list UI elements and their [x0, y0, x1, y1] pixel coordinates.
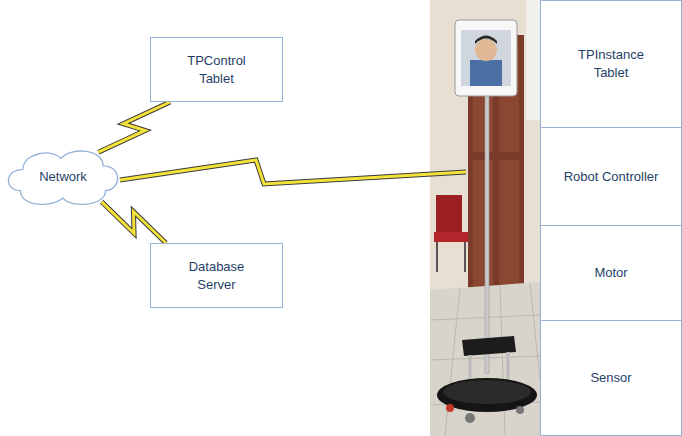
lightning-outline [98, 102, 170, 152]
lightning-link [102, 202, 166, 243]
node-text-group: TPControl Tablet [166, 52, 267, 87]
node-label: Sensor [586, 369, 635, 387]
node-text-group: TPInstance Tablet [556, 46, 666, 81]
lightning-fill [102, 202, 166, 243]
lightning-outline [102, 202, 166, 243]
component-box: Robot Controller [540, 127, 682, 226]
window [526, 0, 540, 120]
node-label: Motor [590, 264, 631, 282]
node-label: TPControl Tablet [166, 52, 267, 87]
component-box: Motor [540, 225, 682, 321]
robot-tablet [455, 20, 517, 96]
robot-photo-scene [430, 0, 540, 436]
network-cloud: Network [4, 146, 122, 208]
door-panel [499, 160, 519, 290]
lightning-link [98, 102, 170, 152]
cloud-shape [8, 151, 117, 204]
client-tablet-box: TPControl Tablet [150, 37, 283, 102]
node-text-group: Network [35, 168, 91, 186]
red-chair [434, 195, 468, 272]
node-text-group: Robot Controller [560, 168, 663, 186]
component-box: TPInstance Tablet [540, 0, 682, 128]
component-box: Sensor [540, 320, 682, 436]
node-label: TPInstance Tablet [556, 46, 666, 81]
wall [430, 0, 540, 436]
node-text-group: Sensor [586, 369, 635, 387]
node-label: Robot Controller [560, 168, 663, 186]
server-box: Database Server [150, 243, 283, 308]
node-text-group: Database Server [166, 258, 267, 293]
node-text-group: Motor [590, 264, 631, 282]
lightning-fill [98, 102, 170, 152]
robot-base [437, 336, 537, 423]
door-panel [473, 160, 493, 290]
robot-pole [485, 88, 489, 373]
node-label: Database Server [166, 258, 267, 293]
node-label: Network [35, 168, 91, 186]
network-robot-link [120, 160, 466, 184]
